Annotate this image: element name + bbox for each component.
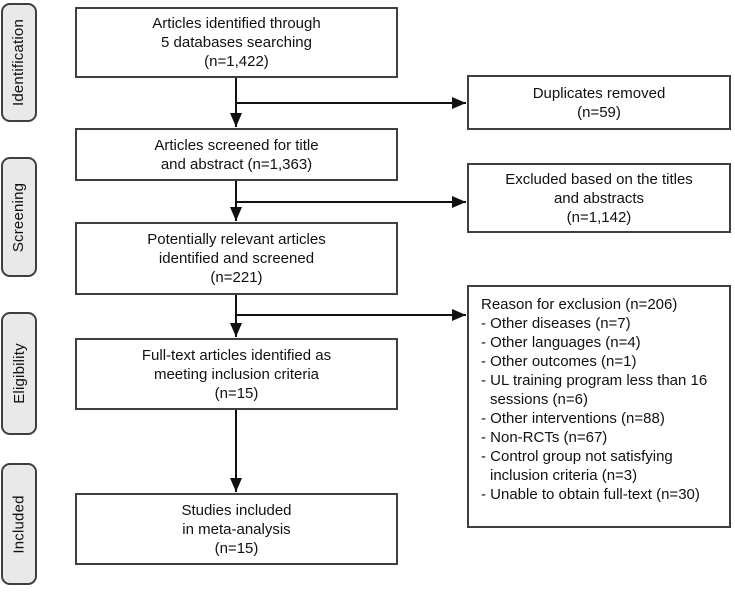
flow-box-articles-identified: Articles identified through 5 databases … bbox=[75, 7, 398, 78]
exclusion-reason: - Control group not satisfying inclusion… bbox=[481, 448, 673, 484]
stage-label-text: Screening bbox=[10, 182, 28, 252]
side-box-exclusion-reasons: Reason for exclusion (n=206) - Other dis… bbox=[467, 285, 731, 528]
flow-box-fulltext-articles: Full-text articles identified as meeting… bbox=[75, 338, 398, 410]
flow-box-articles-screened: Articles screened for title and abstract… bbox=[75, 128, 398, 181]
exclusion-reason: - Other interventions (n=88) bbox=[481, 410, 665, 427]
exclusion-reason: - Other languages (n=4) bbox=[481, 334, 641, 351]
flow-box-studies-included: Studies included in meta-analysis (n=15) bbox=[75, 493, 398, 565]
stage-label-text: Eligibility bbox=[10, 343, 28, 404]
flow-box-potentially-relevant: Potentially relevant articles identified… bbox=[75, 222, 398, 295]
exclusion-reason: - Unable to obtain full-text (n=30) bbox=[481, 486, 700, 503]
stage-label-eligibility: Eligibility bbox=[1, 312, 37, 435]
exclusion-reason: - Non-RCTs (n=67) bbox=[481, 429, 608, 446]
side-box-duplicates-removed: Duplicates removed (n=59) bbox=[467, 75, 731, 130]
exclusion-reason: - Other outcomes (n=1) bbox=[481, 353, 637, 370]
exclusion-reason: - UL training program less than 16 sessi… bbox=[481, 372, 708, 408]
stage-label-screening: Screening bbox=[1, 157, 37, 277]
side-box-excluded-titles: Excluded based on the titles and abstrac… bbox=[467, 163, 731, 233]
stage-label-identification: Identification bbox=[1, 3, 37, 122]
stage-label-text: Identification bbox=[10, 18, 28, 107]
stage-label-included: Included bbox=[1, 463, 37, 585]
exclusion-reasons-heading: Reason for exclusion (n=206) bbox=[481, 296, 678, 313]
stage-label-text: Included bbox=[10, 494, 28, 554]
exclusion-reason: - Other diseases (n=7) bbox=[481, 315, 631, 332]
